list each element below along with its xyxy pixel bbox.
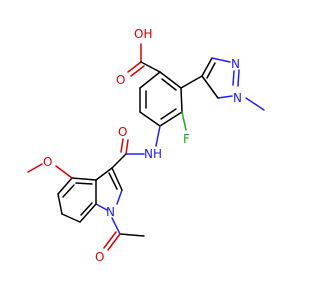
bond-benzene-inner-1	[161, 78, 177, 91]
bond-indole-6ring-3	[57, 193, 63, 215]
label-pyrazole-n1: N	[231, 57, 240, 71]
bond-benzene-2	[180, 87, 183, 113]
bond-benzene-inner-2	[160, 108, 177, 120]
label-methoxy-o: O	[43, 155, 52, 169]
bond-c-o-double-a	[127, 61, 142, 73]
bond-indole-6ring-2	[57, 177, 73, 195]
bond-benzene-3	[159, 111, 183, 127]
bond-pyrazole-1b	[206, 62, 216, 79]
bond-c-o-double-b	[130, 65, 145, 77]
label-fluorine: F	[183, 132, 190, 146]
bond-indole-6ring-1	[71, 177, 97, 181]
label-indole-n: N	[106, 205, 115, 219]
bond-pyrazole-3b	[232, 70, 235, 86]
bond-indole-5ring-5	[111, 167, 123, 191]
bond-cooh-ring	[140, 61, 161, 73]
label-amide-nh: NH	[144, 147, 162, 161]
bond-amide-co-b	[120, 138, 124, 153]
bonds	[27, 43, 265, 251]
bond-indole-6ring-4	[61, 213, 81, 223]
label-acetyl-o: O	[95, 250, 104, 264]
label-carboxylic-o: O	[116, 73, 125, 87]
bond-indole-6ring-inner-2	[80, 202, 93, 216]
bond-pyrazole-1	[201, 57, 213, 77]
bond-n-acetyl	[111, 217, 121, 235]
label-amide-o: O	[118, 125, 127, 139]
bond-pyrazole-3	[237, 69, 240, 87]
molecule-structure-diagram: OH O N N F O NH O N O	[27, 27, 265, 264]
bond-acetyl-ch3	[119, 233, 145, 237]
bond-n-methyl	[245, 97, 265, 111]
bond-indole-6ring-5	[79, 203, 97, 223]
bond-acetyl-co-b	[103, 231, 117, 249]
bond-indole-6ring-inner-1	[62, 184, 75, 198]
bond-ring-methoxy-o	[55, 165, 73, 179]
bond-indole-5ring-3	[95, 203, 108, 211]
label-pyrazole-n2: N	[233, 91, 242, 105]
bond-c-f	[181, 111, 187, 131]
bond-benzene-4	[139, 111, 161, 127]
bond-methoxy-o-ch3	[27, 163, 43, 173]
bond-indole-5ring-1	[95, 167, 113, 181]
bond-pyrazole-4	[217, 95, 233, 99]
bond-ring-nh	[155, 125, 161, 147]
bond-indole-6ring-inner-3	[75, 182, 93, 185]
bond-pyrazole-5	[201, 75, 219, 99]
bond-acetyl-co-a	[107, 233, 121, 251]
bond-indole-5ring-double	[108, 172, 118, 190]
bond-benzene-6	[139, 71, 161, 89]
bond-benzene-1	[159, 71, 182, 89]
bond-amide-co-a	[125, 139, 129, 155]
bond-co-indole	[111, 153, 127, 169]
label-carboxylic-oh: OH	[134, 27, 152, 41]
bond-benzene-pyrazole	[180, 75, 203, 89]
bond-indole-5ring-4	[116, 189, 123, 205]
atom-labels: OH O N N F O NH O N O	[43, 27, 242, 264]
bond-pyrazole-2	[211, 57, 231, 63]
